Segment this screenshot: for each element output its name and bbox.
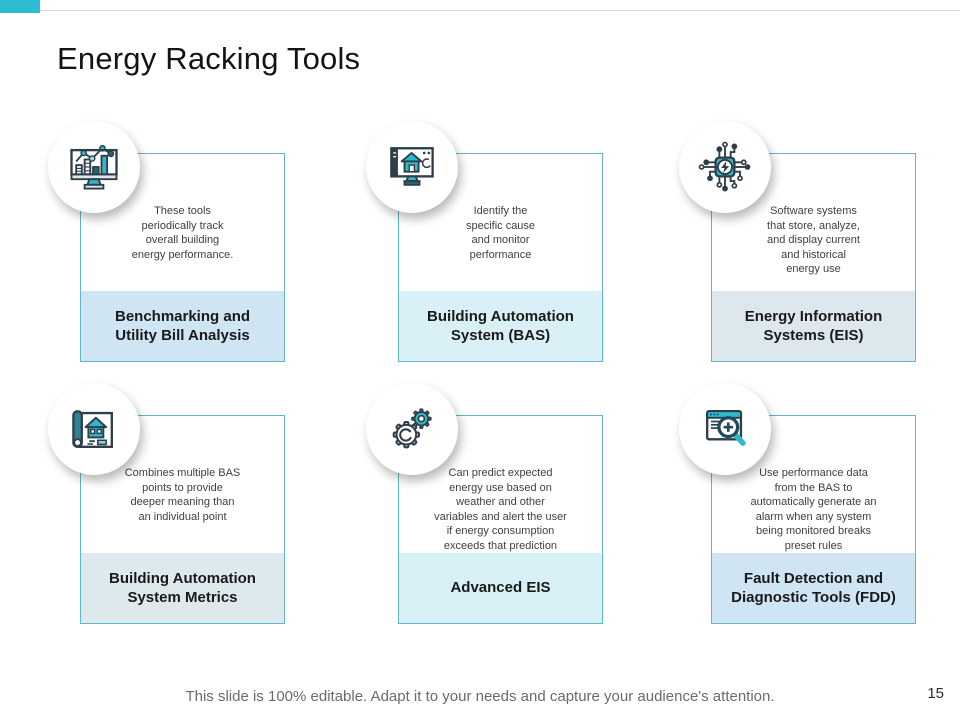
icon-badge [366,383,458,475]
icon-badge [366,121,458,213]
accent-bar [0,0,40,13]
magnifier-browser-icon [706,410,746,446]
icon-badge [48,121,140,213]
card-title: Energy Information Systems (EIS) [744,307,883,344]
card-title: Fault Detection and Diagnostic Tools (FD… [731,569,896,606]
card-description: Software systems that store, analyze, an… [767,205,860,276]
energy-chip-icon [698,141,751,192]
card-fdd: Use performance data from the BAS to aut… [679,383,916,624]
card-title-band: Energy Information Systems (EIS) [712,291,915,361]
card-title-band: Advanced EIS [399,553,602,623]
card-description: Can predict expected energy use based on… [434,467,567,552]
card-title: Benchmarking and Utility Bill Analysis [114,307,251,344]
card-benchmarking: These tools periodically track overall b… [48,121,285,362]
card-description: Identify the specific cause and monitor … [465,205,536,261]
card-description: These tools periodically track overall b… [131,205,234,261]
card-title-band: Building Automation System Metrics [81,553,284,623]
card-title-band: Fault Detection and Diagnostic Tools (FD… [712,553,915,623]
icon-badge [679,121,771,213]
card-description: Combines multiple BAS points to provide … [124,467,241,523]
card-title-band: Benchmarking and Utility Bill Analysis [81,291,284,361]
page-number: 15 [927,685,944,702]
gears-icon [392,408,432,449]
blueprint-house-icon [72,410,113,448]
card-advanced-eis: Can predict expected energy use based on… [366,383,603,624]
bar-chart-monitor-icon [70,144,118,190]
top-divider [0,10,960,11]
home-automation-monitor-icon [390,147,434,186]
page-title: Energy Racking Tools [57,40,361,76]
card-title: Building Automation System (BAS) [427,307,574,344]
icon-badge [48,383,140,475]
card-title: Advanced EIS [450,579,551,597]
footer-note: This slide is 100% editable. Adapt it to… [185,688,775,705]
card-title: Building Automation System Metrics [109,569,256,606]
icon-badge [679,383,771,475]
card-bas: Identify the specific cause and monitor … [366,121,603,362]
card-description: Use performance data from the BAS to aut… [750,467,877,552]
card-eis: Software systems that store, analyze, an… [679,121,916,362]
card-title-band: Building Automation System (BAS) [399,291,602,361]
card-bas-metrics: Combines multiple BAS points to provide … [48,383,285,624]
